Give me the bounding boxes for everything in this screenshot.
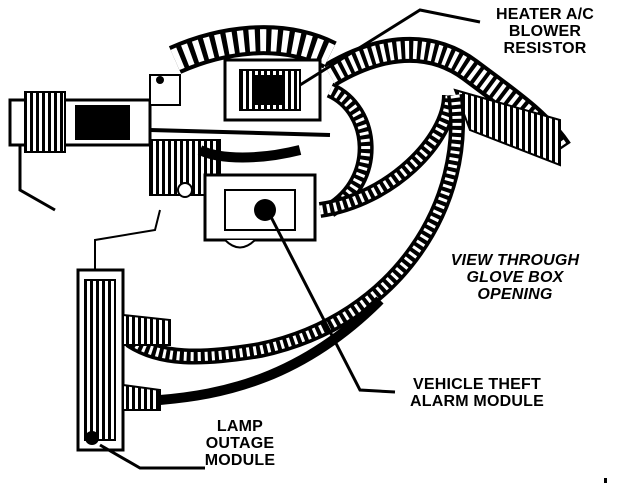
heater-blower-resistor	[223, 58, 322, 122]
main-harness-bundle	[323, 36, 571, 167]
left-bracket-assembly	[8, 74, 331, 212]
leader-heater-resistor	[299, 8, 481, 87]
label-line: RESISTOR	[503, 40, 587, 57]
label-line: VIEW THROUGH	[450, 252, 580, 269]
label-line: OPENING	[477, 286, 553, 303]
label-line: BLOWER	[508, 23, 582, 40]
label-vehicle-theft: VEHICLE THEFT ALARM MODULE	[392, 376, 562, 410]
label-lamp-outage: LAMP OUTAGE MODULE	[195, 418, 285, 469]
vehicle-theft-alarm-module	[203, 173, 317, 249]
leader-lamp-outage	[99, 443, 205, 470]
braided-harness-loop	[125, 82, 465, 365]
label-line: GLOVE BOX	[466, 269, 564, 286]
label-line: MODULE	[204, 452, 276, 469]
label-line: OUTAGE	[205, 435, 275, 452]
label-heater-resistor: HEATER A/C BLOWER RESISTOR	[470, 6, 620, 57]
leader-lines	[99, 8, 481, 470]
label-line: ALARM MODULE	[410, 393, 544, 410]
corner-mark	[604, 478, 607, 483]
label-line: HEATER A/C	[496, 6, 594, 23]
lamp-outage-module	[76, 209, 384, 452]
upper-harness	[168, 25, 337, 74]
label-line: VEHICLE THEFT	[413, 376, 541, 393]
leader-theft-module	[268, 214, 396, 394]
label-line: LAMP	[216, 418, 264, 435]
label-view-through: VIEW THROUGH GLOVE BOX OPENING	[440, 252, 590, 303]
